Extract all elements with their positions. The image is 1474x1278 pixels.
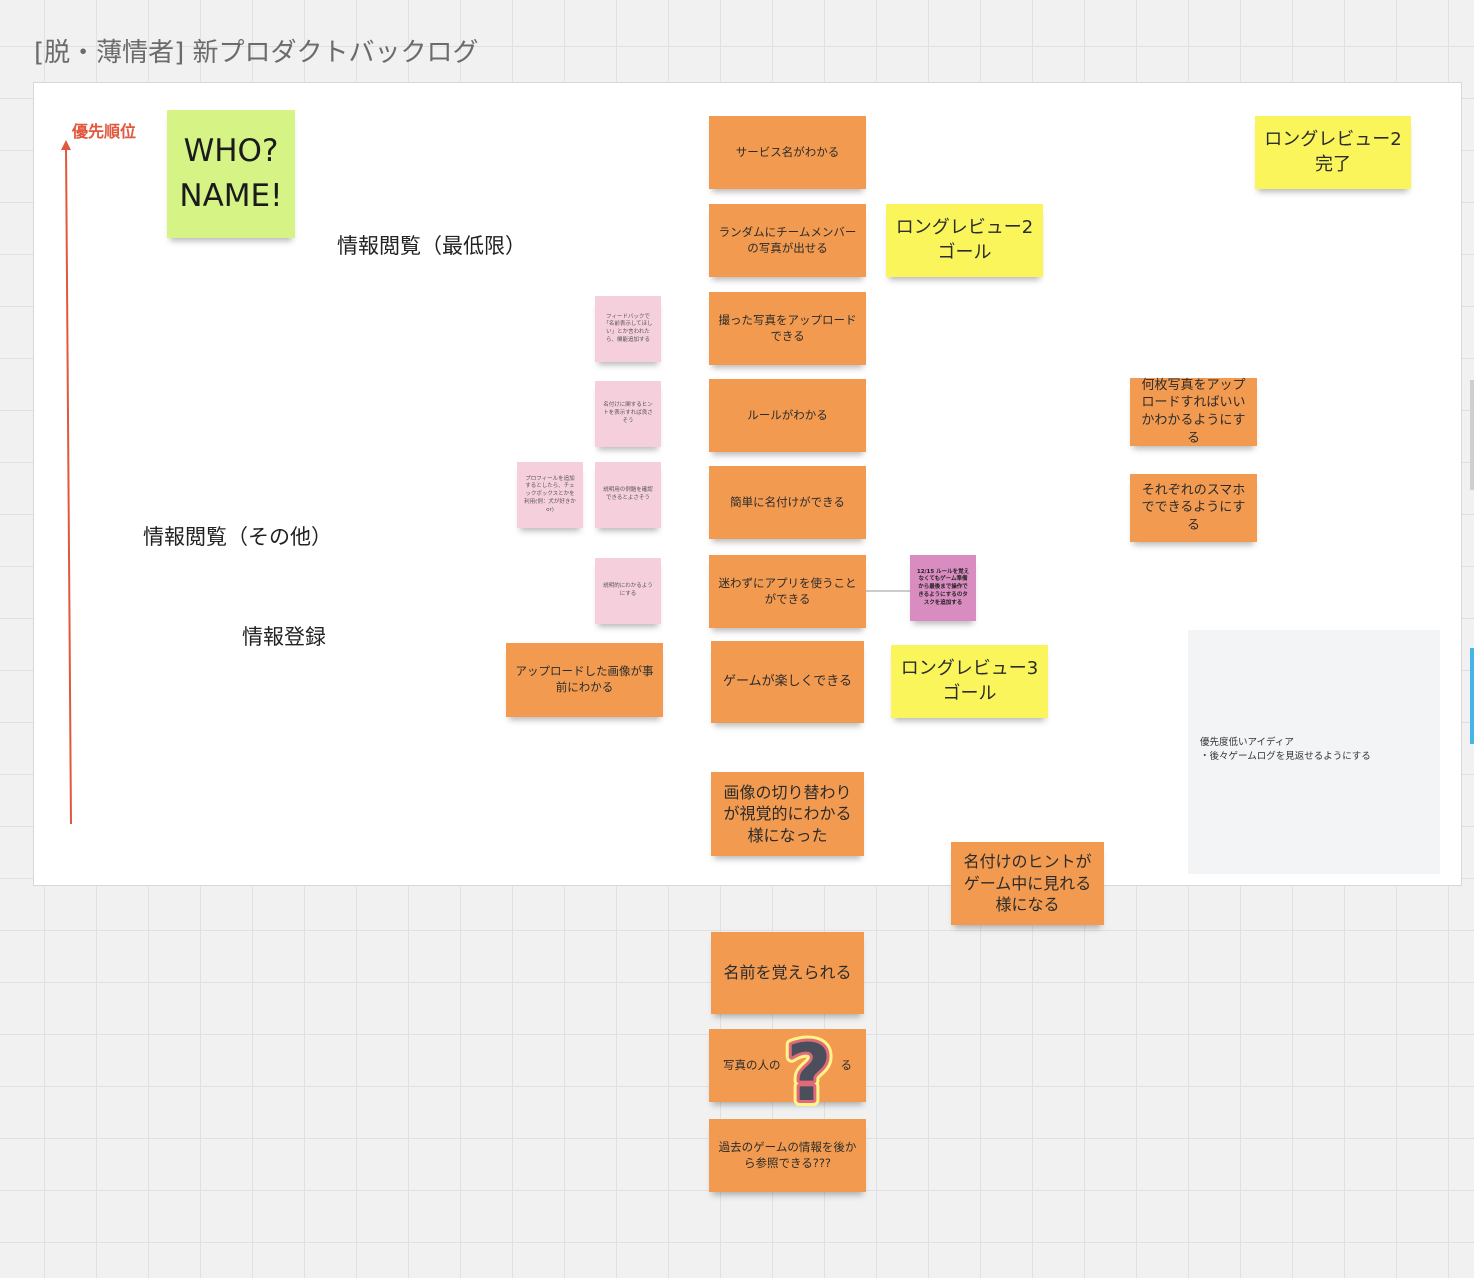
note-each-smartphone[interactable]: それぞれのスマホでできるようにする — [1130, 474, 1257, 542]
magenta-sticky-rules-task[interactable]: 12/15 ルールを覚えなくてもゲーム準備から最後まで操作できるようにするのタス… — [910, 555, 976, 621]
who-text: WHO? — [183, 133, 279, 170]
backlog-sticky-random-photo[interactable]: ランダムにチームメンバーの写真が出せる — [709, 204, 866, 277]
note-naming-hint[interactable]: 名付けのヒントがゲーム中に見れる様になる — [951, 842, 1104, 925]
offscreen-blue-element-edge — [1470, 648, 1474, 744]
question-mark-icon[interactable]: ? ? ? — [776, 1030, 842, 1110]
upload-preview-sticky[interactable]: アップロードした画像が事前にわかる — [506, 643, 663, 717]
note-upload-count[interactable]: 何枚写真をアップロードすればいいかわかるようにする — [1130, 378, 1257, 446]
name-text: NAME! — [179, 178, 283, 214]
pink-sticky-example[interactable]: 説明用の例題を確認できるとよさそう — [595, 462, 661, 528]
label-info-view-minimum[interactable]: 情報閲覧（最低限） — [337, 234, 526, 258]
low-priority-ideas-card[interactable]: 優先度低いアイディア ・後々ゲームログを見返せるようにする — [1188, 630, 1440, 874]
priority-label: 優先順位 — [72, 122, 137, 141]
offscreen-element-edge — [1470, 380, 1474, 490]
label-info-register[interactable]: 情報登録 — [242, 625, 326, 649]
who-name-sticky[interactable]: WHO? NAME! — [167, 110, 295, 238]
svg-text:?: ? — [786, 1030, 831, 1110]
backlog-sticky-rules[interactable]: ルールがわかる — [709, 379, 866, 452]
backlog-sticky-upload-photo[interactable]: 撮った写真をアップロードできる — [709, 292, 866, 365]
milestone-long-review-3-goal[interactable]: ロングレビュー3 ゴール — [891, 645, 1048, 718]
low-priority-item: ・後々ゲームログを見返せるようにする — [1200, 751, 1371, 763]
priority-arrow — [61, 140, 72, 825]
pink-sticky-feedback[interactable]: フィードバックで「名前表示してほしい」とか言われたら、機能追加する — [595, 296, 661, 362]
pink-sticky-explanation[interactable]: 説明的にわかるようにする — [595, 558, 661, 624]
backlog-sticky-remember-names[interactable]: 名前を覚えられる — [711, 932, 864, 1014]
svg-text:?: ? — [786, 1030, 831, 1110]
milestone-long-review-2-done[interactable]: ロングレビュー2 完了 — [1255, 116, 1411, 189]
backlog-sticky-fun-game[interactable]: ゲームが楽しくできる — [711, 641, 864, 723]
svg-text:?: ? — [786, 1030, 831, 1110]
backlog-sticky-image-switch[interactable]: 画像の切り替わりが視覚的にわかる様になった — [711, 772, 864, 856]
pink-sticky-profile[interactable]: プロフィールを追加するとしたら、チェックボックスとかを利用(例：犬が好きかor) — [517, 462, 583, 528]
pink-sticky-naming-hint[interactable]: 名付けに関するヒントを表示すれば良さそう — [595, 381, 661, 447]
low-priority-title: 優先度低いアイディア — [1200, 737, 1294, 748]
backlog-sticky-easy-app[interactable]: 迷わずにアプリを使うことができる — [709, 555, 866, 628]
photo-person-text-left: 写真の人の — [723, 1057, 781, 1072]
label-info-view-other[interactable]: 情報閲覧（その他） — [143, 525, 332, 549]
backlog-sticky-past-games[interactable]: 過去のゲームの情報を後から参照できる??? — [709, 1119, 866, 1192]
backlog-sticky-photo-person[interactable]: 写真の人の る — [709, 1029, 866, 1102]
photo-person-text-right: る — [840, 1057, 853, 1072]
milestone-long-review-2-goal[interactable]: ロングレビュー2 ゴール — [886, 204, 1043, 277]
board-title[interactable]: [脱・薄情者] 新プロダクトバックログ — [34, 38, 479, 68]
backlog-sticky-easy-naming[interactable]: 簡単に名付けができる — [709, 466, 866, 539]
backlog-sticky-service-name[interactable]: サービス名がわかる — [709, 116, 866, 189]
connector-line — [866, 590, 912, 592]
